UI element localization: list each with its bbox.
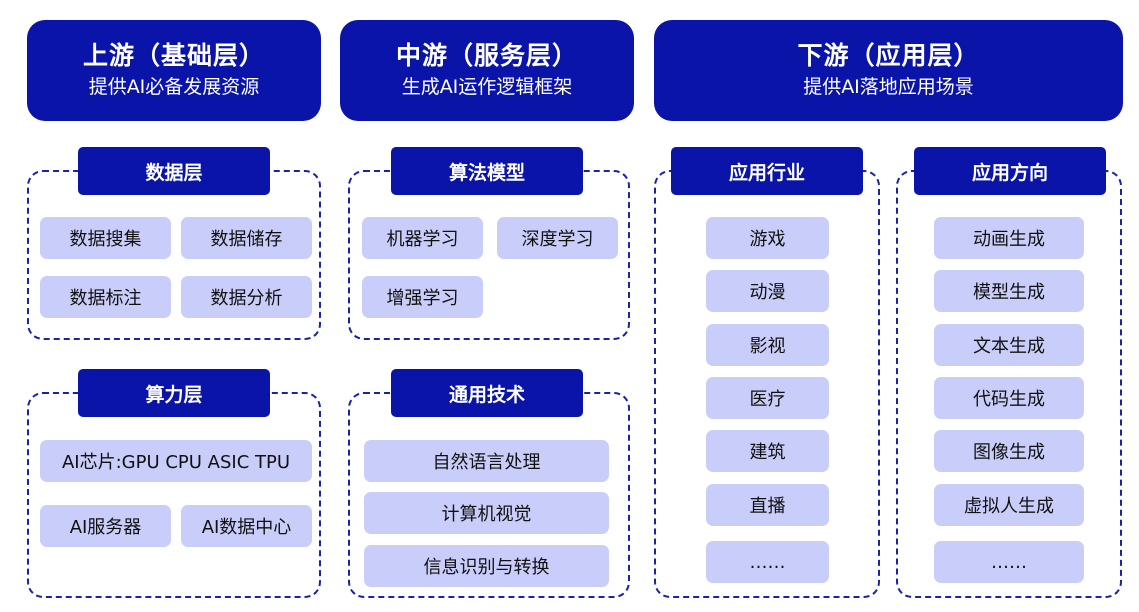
direction-item: 代码生成 bbox=[934, 377, 1084, 419]
compute-layer-item: AI数据中心 bbox=[181, 505, 312, 547]
algorithm-model-item: 增强学习 bbox=[362, 276, 483, 318]
direction-item: 图像生成 bbox=[934, 430, 1084, 472]
downstream-title: 下游（应用层） bbox=[797, 41, 980, 71]
data-layer-item: 数据标注 bbox=[40, 276, 171, 318]
compute-layer-group bbox=[27, 392, 321, 598]
industry-item: 动漫 bbox=[706, 270, 829, 312]
direction-item: 虚拟人生成 bbox=[934, 484, 1084, 526]
algorithm-model-item: 深度学习 bbox=[497, 217, 618, 259]
industry-item: 直播 bbox=[706, 484, 829, 526]
midstream-title: 中游（服务层） bbox=[395, 41, 578, 71]
general-tech-item: 信息识别与转换 bbox=[364, 545, 609, 587]
direction-item: …… bbox=[934, 541, 1084, 583]
data-layer-item: 数据分析 bbox=[181, 276, 312, 318]
direction-item: 文本生成 bbox=[934, 324, 1084, 366]
direction-item: 模型生成 bbox=[934, 270, 1084, 312]
algorithm-models-tag: 算法模型 bbox=[391, 147, 583, 195]
downstream-header: 下游（应用层） 提供AI落地应用场景 bbox=[654, 20, 1123, 121]
algorithm-model-item: 机器学习 bbox=[362, 217, 483, 259]
general-tech-tag: 通用技术 bbox=[391, 369, 583, 417]
compute-layer-tag: 算力层 bbox=[78, 369, 270, 417]
data-layer-item: 数据搜集 bbox=[40, 217, 171, 259]
data-layer-item: 数据储存 bbox=[181, 217, 312, 259]
industry-item: 影视 bbox=[706, 324, 829, 366]
industries-tag: 应用行业 bbox=[671, 147, 863, 195]
midstream-header: 中游（服务层） 生成AI运作逻辑框架 bbox=[340, 20, 634, 121]
industry-item: 游戏 bbox=[706, 217, 829, 259]
directions-tag: 应用方向 bbox=[914, 147, 1106, 195]
downstream-subtitle: 提供AI落地应用场景 bbox=[803, 76, 974, 99]
data-layer-tag: 数据层 bbox=[78, 147, 270, 195]
upstream-header: 上游（基础层） 提供AI必备发展资源 bbox=[27, 20, 321, 121]
compute-layer-item: AI芯片:GPU CPU ASIC TPU bbox=[40, 440, 312, 482]
industry-item: 建筑 bbox=[706, 430, 829, 472]
general-tech-item: 自然语言处理 bbox=[364, 440, 609, 482]
upstream-subtitle: 提供AI必备发展资源 bbox=[88, 76, 260, 99]
midstream-subtitle: 生成AI运作逻辑框架 bbox=[401, 76, 573, 99]
compute-layer-item: AI服务器 bbox=[40, 505, 171, 547]
general-tech-item: 计算机视觉 bbox=[364, 492, 609, 534]
industry-item: 医疗 bbox=[706, 377, 829, 419]
upstream-title: 上游（基础层） bbox=[82, 41, 265, 71]
direction-item: 动画生成 bbox=[934, 217, 1084, 259]
industry-item: …… bbox=[706, 541, 829, 583]
